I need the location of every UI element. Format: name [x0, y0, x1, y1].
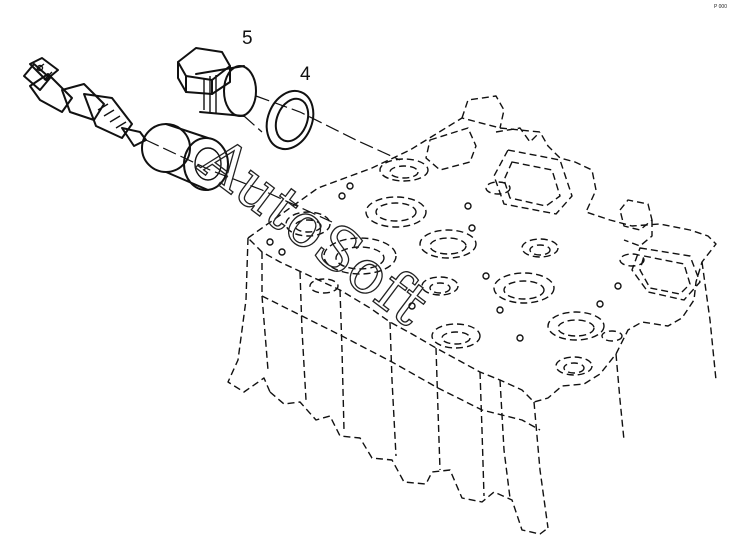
corner-mark: P 000	[714, 4, 727, 10]
callout-5: 5	[242, 28, 253, 49]
watermark: AutoSoft	[186, 123, 441, 339]
part-4-sealing-ring	[265, 89, 315, 151]
callout-4: 4	[300, 64, 311, 85]
cylinder-head-block	[227, 95, 717, 535]
temperature-sensor	[23, 57, 147, 147]
part-5-plug	[177, 47, 257, 117]
plug-axis	[255, 95, 401, 161]
plug-axis-lower	[243, 115, 263, 133]
valve-seats	[285, 158, 645, 376]
sensor-axis	[145, 139, 333, 223]
adapter-sleeve	[141, 123, 229, 191]
bolt-holes	[266, 182, 622, 342]
